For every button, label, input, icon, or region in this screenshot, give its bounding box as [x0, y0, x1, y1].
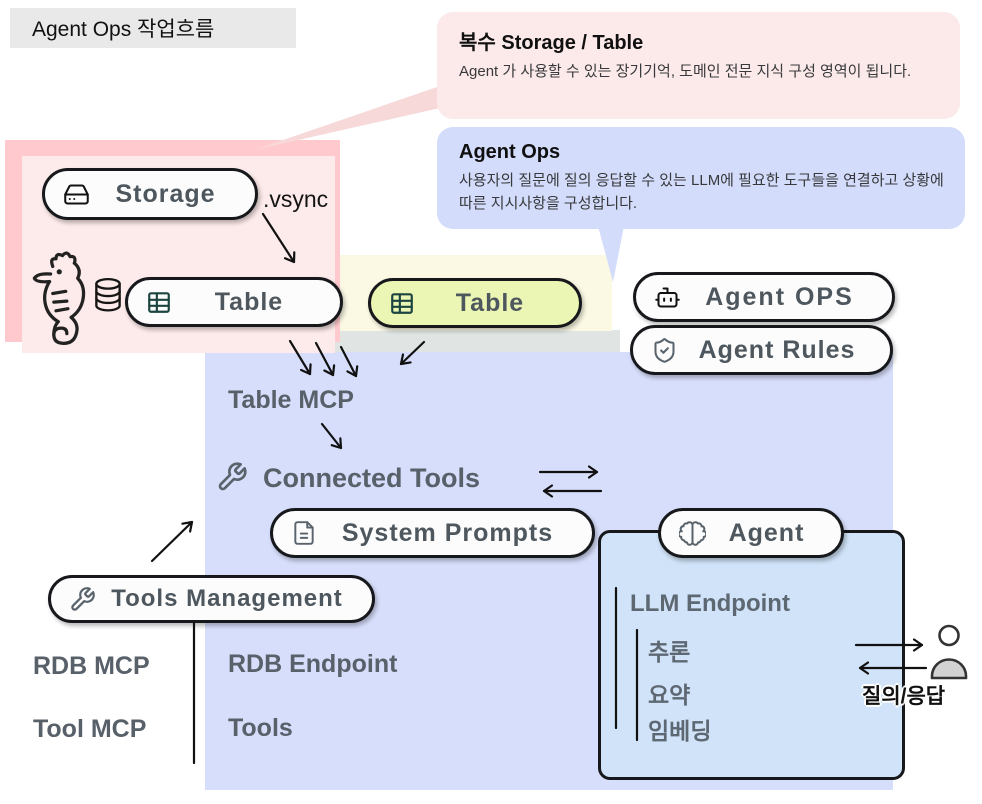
- seahorse-icon: [20, 248, 92, 352]
- agent-ops-node: Agent OPS: [633, 272, 895, 322]
- agent-node-label: Agent: [728, 518, 805, 547]
- tool-mcp-label: Tool MCP: [33, 715, 147, 743]
- db-cylinder-icon: [93, 277, 123, 313]
- wrench-icon: [69, 586, 96, 613]
- system-prompts-node-label: System Prompts: [341, 518, 554, 547]
- connected-tools-label: Connected Tools: [263, 463, 481, 493]
- robot-icon: [654, 284, 681, 311]
- table-yellow-node-label: Table: [455, 288, 525, 317]
- agent-ops-callout-title: Agent Ops: [459, 141, 561, 163]
- brain-icon: [679, 520, 706, 547]
- tools-management-node-label: Tools Management: [111, 585, 343, 612]
- agent-rules-node-label: Agent Rules: [698, 335, 856, 364]
- page-title: Agent Ops 작업흐름: [10, 8, 296, 48]
- person-icon: [926, 622, 972, 682]
- agent-container: [598, 530, 905, 780]
- agent-rules-node: Agent Rules: [630, 325, 893, 375]
- arrow-toolsmanagement-to-connectedtools: [150, 520, 194, 563]
- agent-ops-callout-body: 사용자의 질문에 질의 응답할 수 있는 LLM에 필요한 도구들을 연결하고 …: [459, 172, 944, 212]
- llm-item-embedding: 임베딩: [648, 718, 712, 744]
- storage-node-label: Storage: [115, 179, 216, 208]
- query-response-label: 질의/응답: [862, 685, 946, 708]
- storage-callout-title: 복수 Storage / Table: [459, 32, 644, 54]
- tools-label: Tools: [228, 714, 293, 742]
- shield-check-icon: [651, 337, 678, 364]
- wrench-icon: [216, 461, 248, 493]
- file-text-icon: [291, 520, 317, 546]
- storage-node: Storage: [42, 168, 258, 220]
- vsync-label: .vsync: [263, 186, 329, 212]
- agent-node: Agent: [658, 508, 844, 558]
- system-prompts-node: System Prompts: [270, 508, 595, 558]
- table-grid-icon: [389, 290, 415, 316]
- table-node-label: Table: [214, 287, 284, 316]
- table-mcp-label: Table MCP: [228, 386, 354, 414]
- storage-callout-body: Agent 가 사용할 수 있는 장기기억, 도메인 전문 지식 구성 영역이 …: [459, 63, 912, 80]
- llm-item-reasoning: 추론: [648, 639, 691, 665]
- table-grid-icon: [146, 289, 172, 315]
- agent-ops-callout: Agent Ops 사용자의 질문에 질의 응답할 수 있는 LLM에 필요한 …: [437, 127, 965, 229]
- table-node: Table: [125, 277, 343, 327]
- rdb-endpoint-label: RDB Endpoint: [228, 650, 398, 678]
- llm-endpoint-label: LLM Endpoint: [630, 590, 790, 617]
- hard-drive-icon: [63, 181, 90, 208]
- rdb-mcp-label: RDB MCP: [33, 652, 150, 680]
- agent-ops-node-label: Agent OPS: [705, 282, 854, 311]
- llm-item-summary: 요약: [648, 682, 691, 708]
- page-title-text: Agent Ops 작업흐름: [32, 18, 215, 41]
- table-yellow-node: Table: [368, 278, 582, 328]
- storage-callout: 복수 Storage / Table Agent 가 사용할 수 있는 장기기억…: [437, 12, 960, 119]
- tools-management-node: Tools Management: [48, 575, 375, 623]
